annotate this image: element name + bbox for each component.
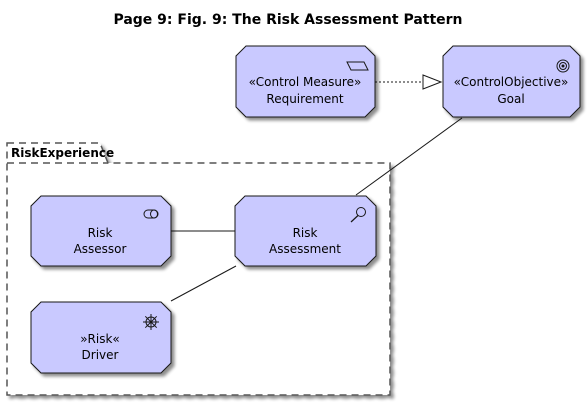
diagram-title: Page 9: Fig. 9: The Risk Assessment Patt… xyxy=(113,12,462,28)
edge-driver-assessment xyxy=(170,265,237,302)
edges xyxy=(170,74,463,302)
goal-stereotype: «ControlObjective» xyxy=(454,75,569,89)
risk-driver-name: Driver xyxy=(82,348,119,362)
requirement-stereotype: «Control Measure» xyxy=(249,75,362,89)
node-goal[interactable]: «ControlObjective» Goal xyxy=(442,45,581,118)
edge-assessment-goal xyxy=(355,117,463,196)
target-icon xyxy=(556,59,570,73)
magnifier-icon xyxy=(350,207,366,223)
ship-wheel-icon xyxy=(143,314,159,330)
goal-name: Goal xyxy=(497,92,524,106)
hollow-triangle-arrowhead xyxy=(422,74,443,90)
node-risk-assessor[interactable]: Risk Assessor xyxy=(30,195,172,267)
parallelogram-icon xyxy=(346,61,369,71)
risk-driver-stereotype: »Risk« xyxy=(80,332,120,346)
requirement-name: Requirement xyxy=(266,92,343,106)
risk-assessment-line2: Assessment xyxy=(269,242,341,256)
package-label: RiskExperience xyxy=(11,146,114,160)
node-requirement[interactable]: «Control Measure» Requirement xyxy=(235,45,376,118)
risk-assessment-line1: Risk xyxy=(293,226,318,240)
role-icon xyxy=(143,209,159,219)
risk-assessor-line1: Risk xyxy=(88,226,113,240)
node-risk-driver[interactable]: »Risk« Driver xyxy=(30,301,172,374)
node-risk-assessment[interactable]: Risk Assessment xyxy=(234,195,377,267)
risk-assessor-line2: Assessor xyxy=(74,242,127,256)
